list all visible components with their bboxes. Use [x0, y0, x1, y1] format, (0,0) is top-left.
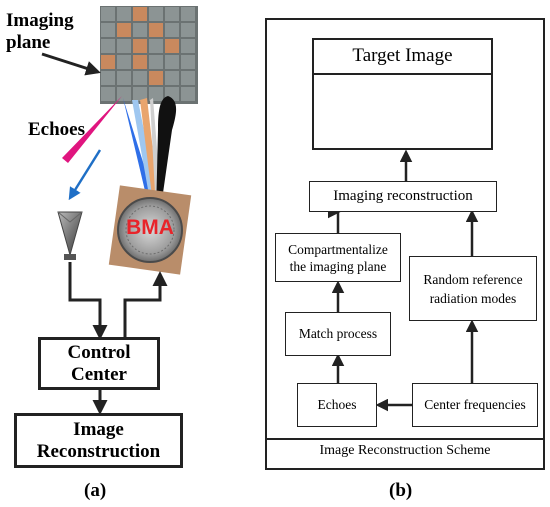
compartmentalize-box: Compartmentalize the imaging plane [275, 233, 401, 282]
grid-cell [181, 39, 195, 53]
scheme-outer-frame [265, 18, 545, 470]
echoes-box: Echoes [297, 383, 377, 427]
target-image-title: Target Image [314, 40, 491, 75]
grid-cell [117, 87, 131, 101]
grid-cell [149, 87, 163, 101]
match-process-box: Match process [285, 312, 391, 356]
grid-cell [181, 87, 195, 101]
image-reconstruction-box: Image Reconstruction [14, 413, 183, 468]
grid-cell [117, 71, 131, 85]
scheme-divider [265, 438, 545, 440]
grid-cell [117, 55, 131, 69]
control-center-line2: Center [71, 363, 127, 385]
imaging-plane-pointer-arrow [41, 52, 101, 76]
random-reference-box: Random reference radiation modes [409, 256, 537, 321]
grid-cell [165, 71, 179, 85]
scheme-title: Image Reconstruction Scheme [319, 443, 491, 458]
random-reference-line1: Random reference [423, 271, 523, 287]
grid-cell [149, 39, 163, 53]
grid-cell [133, 7, 147, 21]
grid-cell [149, 55, 163, 69]
grid-cell [149, 71, 163, 85]
control-to-bma-arrow [123, 271, 168, 337]
image-reconstruction-line1: Image [73, 418, 124, 440]
bma-metasurface [108, 185, 192, 275]
grid-cell [181, 71, 195, 85]
grid-cell [101, 55, 115, 69]
grid-cell [117, 23, 131, 37]
echo-beams [62, 96, 177, 214]
grid-cell [133, 87, 147, 101]
grid-cell [101, 23, 115, 37]
echo-beam-magenta [62, 96, 122, 163]
grid-cell [117, 39, 131, 53]
imaging-plane-label-line1: Imaging [6, 10, 74, 31]
echo-to-horn-arrow [68, 149, 102, 201]
grid-cell [165, 55, 179, 69]
image-reconstruction-line2: Reconstruction [36, 440, 161, 462]
grid-cell [181, 23, 195, 37]
grid-cell [101, 39, 115, 53]
caption-b: (b) [389, 480, 413, 501]
horn-to-control-arrow [68, 262, 108, 340]
random-reference-line2: radiation modes [429, 290, 517, 306]
target-image-box: Target Image [312, 38, 493, 150]
echo-beam-black [156, 96, 177, 214]
grid-cell [101, 71, 115, 85]
control-center-line1: Control [67, 341, 131, 363]
grid-cell [117, 7, 131, 21]
compartmentalize-line2: the imaging plane [289, 258, 387, 274]
horn-antenna-icon [57, 211, 83, 260]
imaging-plane-label-line2: plane [6, 32, 51, 53]
grid-cell [133, 23, 147, 37]
grid-cell [133, 39, 147, 53]
grid-cell [149, 23, 163, 37]
imaging-plane-label: Imaging plane [6, 10, 74, 54]
control-center-box: Control Center [38, 337, 160, 390]
grid-cell [101, 7, 115, 21]
grid-cell [133, 55, 147, 69]
compartmentalize-line1: Compartmentalize [288, 241, 388, 257]
grid-cell [133, 71, 147, 85]
grid-cell [181, 55, 195, 69]
center-frequencies-box: Center frequencies [412, 383, 538, 427]
imaging-plane-grid [100, 6, 198, 104]
caption-a: (a) [84, 480, 107, 501]
grid-cell [165, 23, 179, 37]
grid-cell [101, 87, 115, 101]
bma-label: BMA [126, 216, 174, 239]
echoes-label: Echoes [28, 119, 85, 140]
grid-cell [149, 7, 163, 21]
diagram-b-arrows [331, 149, 479, 412]
grid-cell [165, 7, 179, 21]
grid-cell [181, 7, 195, 21]
grid-cell [165, 39, 179, 53]
imaging-reconstruction-box: Imaging reconstruction [309, 181, 497, 212]
